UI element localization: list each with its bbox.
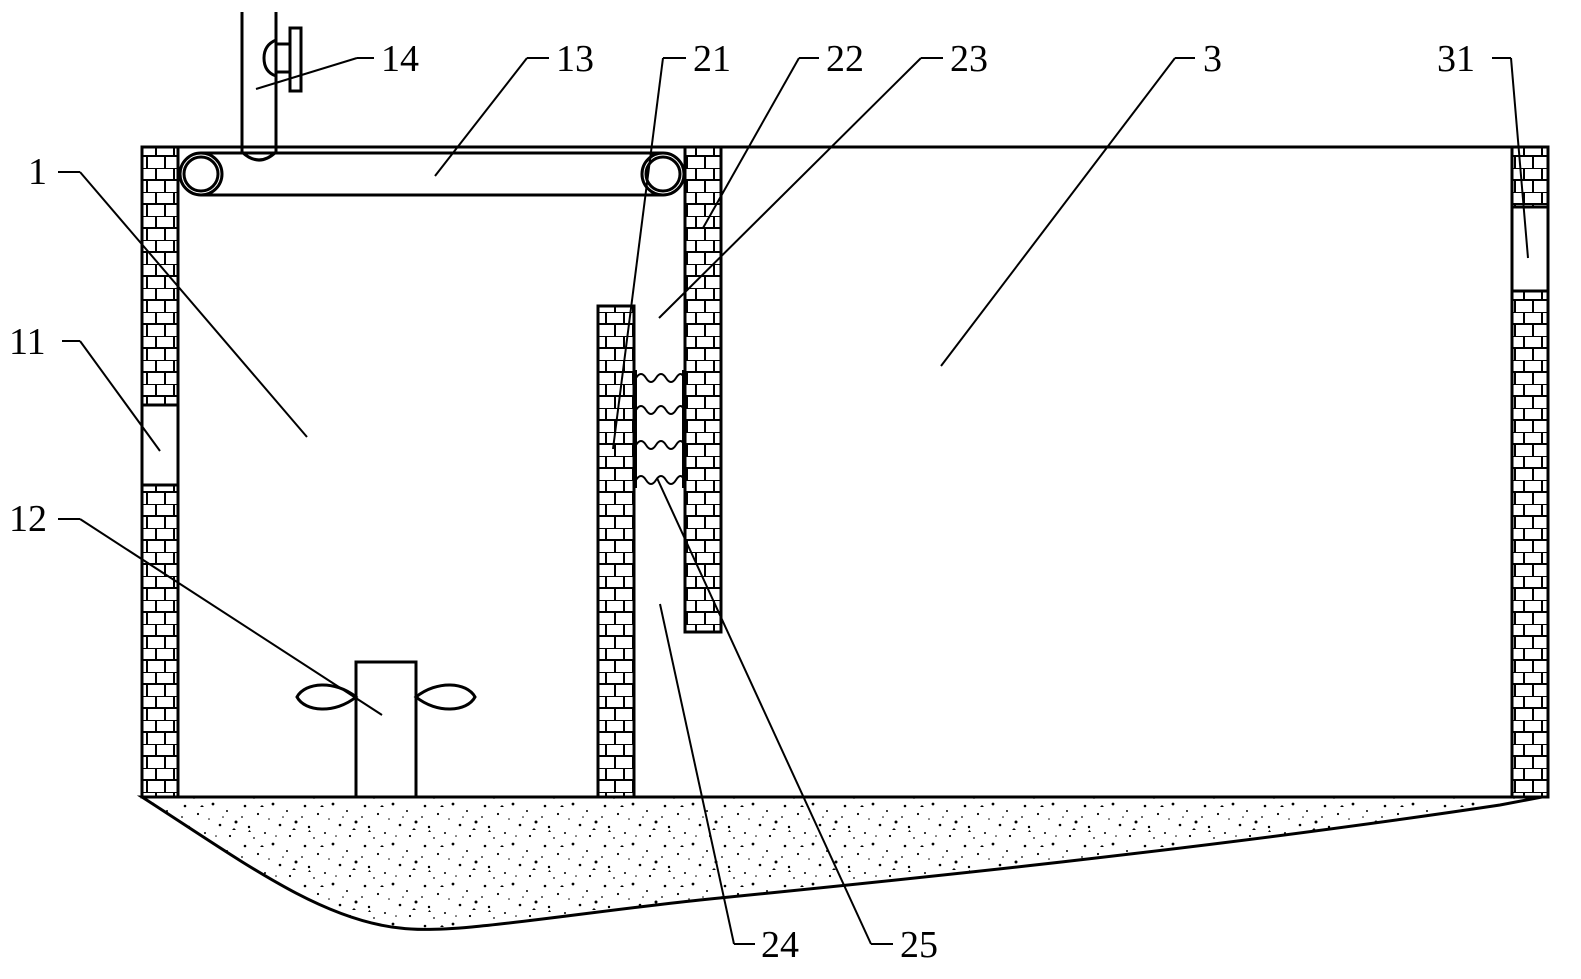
- outlet-window: [1510, 205, 1550, 293]
- label-11: 11: [9, 321, 46, 363]
- leader-lines: [58, 57, 1529, 945]
- label-3: 3: [1203, 38, 1222, 80]
- inlet-window: [140, 403, 180, 487]
- label-23: 23: [950, 38, 988, 80]
- left-wall-upper: [140, 145, 180, 407]
- label-14: 14: [381, 38, 419, 80]
- right-wall-upper: [1510, 145, 1550, 209]
- label-24: 24: [761, 924, 799, 966]
- left-wall-lower: [140, 483, 180, 799]
- mixer-pedestal: [295, 660, 477, 799]
- spring-elements: [635, 370, 685, 488]
- label-31: 31: [1437, 38, 1475, 80]
- partition-wall-lower: [596, 304, 636, 799]
- partition-wall-upper: [683, 145, 723, 634]
- label-21: 21: [693, 38, 731, 80]
- conveyor-belt: [178, 151, 686, 197]
- label-13: 13: [556, 38, 594, 80]
- label-1: 1: [28, 151, 47, 193]
- right-wall-lower: [1510, 289, 1550, 799]
- feed-pipe: [240, 12, 303, 162]
- soil-ground: [136, 795, 1543, 931]
- label-12: 12: [9, 498, 47, 540]
- label-22: 22: [826, 38, 864, 80]
- label-25: 25: [900, 924, 938, 966]
